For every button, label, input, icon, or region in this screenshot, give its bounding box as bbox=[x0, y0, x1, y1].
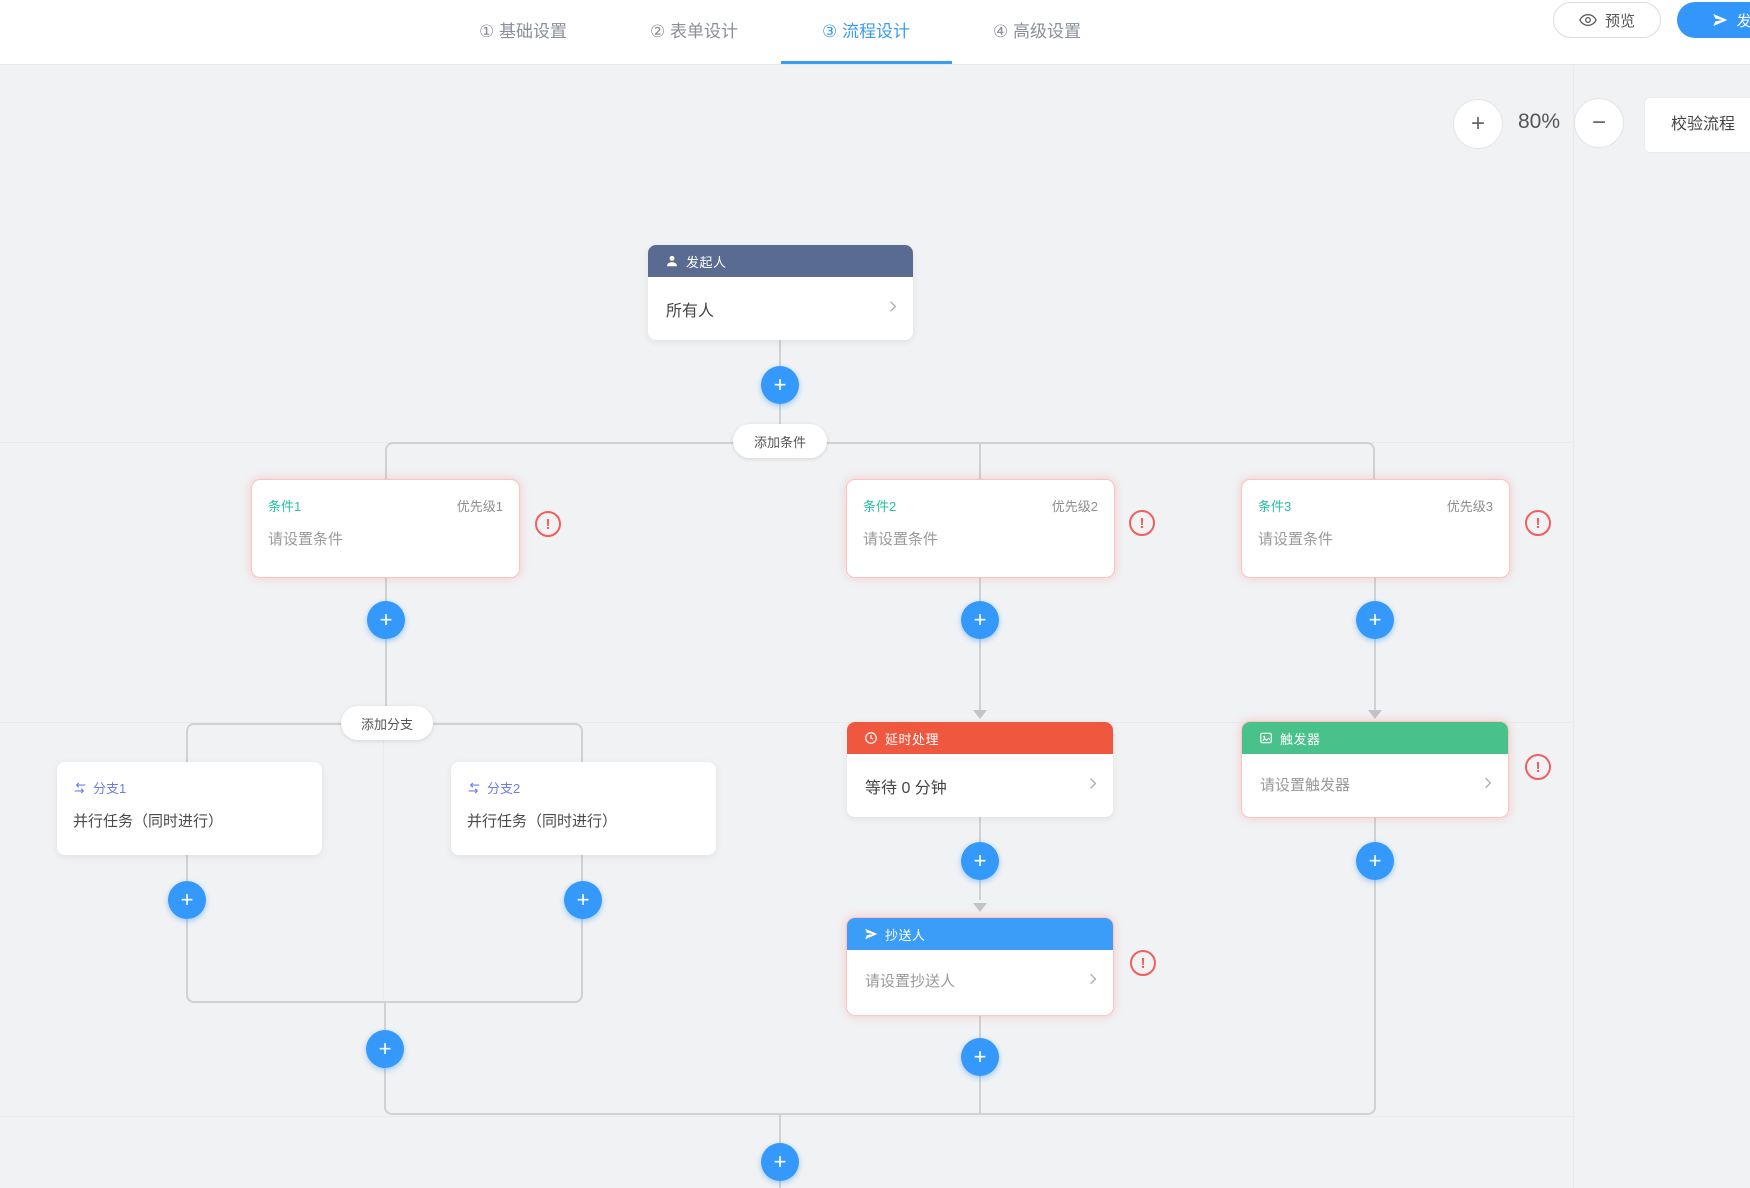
branch-value: 并行任务（同时进行） bbox=[467, 813, 618, 830]
add-node-button[interactable]: + bbox=[961, 601, 999, 639]
person-icon bbox=[665, 254, 679, 268]
branch-merge-bracket bbox=[186, 855, 583, 1003]
condition-placeholder: 请设置条件 bbox=[863, 531, 939, 548]
branch-node-2[interactable]: 分支2 并行任务（同时进行） bbox=[451, 762, 716, 855]
tab-form-design[interactable]: ② 表单设计 bbox=[650, 22, 738, 41]
cc-node-header: 抄送人 bbox=[847, 918, 1113, 950]
add-node-button[interactable]: + bbox=[961, 1038, 999, 1076]
chevron-right-icon bbox=[1085, 971, 1101, 991]
add-node-button[interactable]: + bbox=[961, 842, 999, 880]
canvas-gridline bbox=[383, 722, 384, 1003]
parallel-branch-icon bbox=[73, 781, 87, 795]
delay-node-value: 等待 0 分钟 bbox=[847, 754, 1113, 818]
condition-bracket bbox=[385, 442, 1375, 480]
zoom-in-button[interactable]: + bbox=[1453, 99, 1503, 149]
trigger-node-title: 触发器 bbox=[1280, 731, 1321, 747]
add-branch-button[interactable]: 添加分支 bbox=[341, 706, 433, 740]
parallel-branch-icon bbox=[467, 781, 481, 795]
canvas-gridline bbox=[0, 1116, 1573, 1117]
paper-plane-icon bbox=[1712, 12, 1728, 28]
eye-icon bbox=[1579, 13, 1597, 27]
publish-button[interactable]: 发布 bbox=[1677, 2, 1750, 38]
condition-title: 条件3 bbox=[1258, 499, 1292, 514]
start-node[interactable]: 发起人 所有人 bbox=[648, 245, 913, 340]
add-node-button[interactable]: + bbox=[761, 1143, 799, 1181]
branch-title: 分支2 bbox=[487, 781, 521, 796]
start-node-header: 发起人 bbox=[648, 245, 913, 277]
zoom-level: 80% bbox=[1517, 110, 1561, 133]
tab-advanced-settings[interactable]: ④ 高级设置 bbox=[993, 22, 1081, 41]
branch-title: 分支1 bbox=[93, 781, 127, 796]
connector-line bbox=[385, 577, 387, 723]
zoom-out-button[interactable]: − bbox=[1574, 98, 1624, 148]
add-node-button[interactable]: + bbox=[761, 366, 799, 404]
condition-node-1[interactable]: 条件1 优先级1 请设置条件 bbox=[252, 480, 519, 577]
condition-placeholder: 请设置条件 bbox=[268, 531, 344, 548]
warning-icon: ! bbox=[1525, 510, 1551, 536]
chevron-right-icon bbox=[1085, 776, 1101, 797]
add-node-button[interactable]: + bbox=[1356, 842, 1394, 880]
warning-icon: ! bbox=[535, 511, 561, 537]
cc-node[interactable]: 抄送人 请设置抄送人 bbox=[847, 918, 1113, 1015]
branch-value: 并行任务（同时进行） bbox=[73, 813, 224, 830]
condition-priority: 优先级3 bbox=[1446, 499, 1493, 514]
condition-node-2[interactable]: 条件2 优先级2 请设置条件 bbox=[847, 480, 1114, 577]
tab-flow-design[interactable]: ③ 流程设计 bbox=[822, 22, 910, 41]
add-node-button[interactable]: + bbox=[564, 881, 602, 919]
paper-plane-icon bbox=[864, 927, 878, 941]
preview-button[interactable]: 预览 bbox=[1553, 2, 1661, 38]
condition-priority: 优先级2 bbox=[1051, 499, 1098, 514]
connector-line bbox=[1374, 817, 1376, 1062]
condition-node-3[interactable]: 条件3 优先级3 请设置条件 bbox=[1242, 480, 1509, 577]
validate-flow-button[interactable]: 校验流程 bbox=[1644, 97, 1750, 153]
condition-priority: 优先级1 bbox=[456, 499, 503, 514]
arrowhead bbox=[1368, 710, 1382, 719]
cc-node-value: 请设置抄送人 bbox=[847, 950, 1113, 1011]
delay-node-header: 延时处理 bbox=[847, 722, 1113, 754]
connector-line bbox=[979, 577, 981, 710]
chevron-right-icon bbox=[885, 299, 901, 320]
condition-title: 条件2 bbox=[863, 499, 897, 514]
warning-icon: ! bbox=[1525, 754, 1551, 780]
trigger-node-value: 请设置触发器 bbox=[1242, 754, 1508, 815]
final-merge-bracket bbox=[384, 1050, 1376, 1115]
arrowhead bbox=[973, 903, 987, 912]
connector-line bbox=[979, 442, 981, 480]
preview-label: 预览 bbox=[1604, 12, 1635, 30]
canvas-gridline bbox=[0, 722, 1573, 723]
trigger-icon bbox=[1259, 731, 1273, 745]
delay-node-title: 延时处理 bbox=[885, 731, 940, 747]
condition-title: 条件1 bbox=[268, 499, 302, 514]
chevron-right-icon bbox=[1480, 775, 1496, 795]
trigger-node[interactable]: 触发器 请设置触发器 bbox=[1242, 722, 1508, 817]
add-node-button[interactable]: + bbox=[1356, 601, 1394, 639]
start-node-title: 发起人 bbox=[686, 254, 727, 270]
add-condition-button[interactable]: 添加条件 bbox=[733, 424, 827, 458]
add-node-button[interactable]: + bbox=[366, 1030, 404, 1068]
start-node-value: 所有人 bbox=[648, 277, 913, 341]
trigger-node-header: 触发器 bbox=[1242, 722, 1508, 754]
warning-icon: ! bbox=[1130, 950, 1156, 976]
condition-placeholder: 请设置条件 bbox=[1258, 531, 1334, 548]
delay-node[interactable]: 延时处理 等待 0 分钟 bbox=[847, 722, 1113, 817]
add-node-button[interactable]: + bbox=[367, 601, 405, 639]
add-node-button[interactable]: + bbox=[168, 881, 206, 919]
canvas-edge-line bbox=[1573, 64, 1574, 1188]
warning-icon: ! bbox=[1129, 510, 1155, 536]
tab-basic-settings[interactable]: ① 基础设置 bbox=[479, 22, 567, 41]
active-tab-underline bbox=[781, 61, 952, 64]
top-navbar: ① 基础设置 ② 表单设计 ③ 流程设计 ④ 高级设置 预览 发布 bbox=[0, 0, 1750, 65]
publish-label: 发布 bbox=[1736, 12, 1750, 30]
branch-node-1[interactable]: 分支1 并行任务（同时进行） bbox=[57, 762, 322, 855]
connector-line bbox=[1374, 577, 1376, 710]
cc-node-title: 抄送人 bbox=[885, 927, 926, 943]
arrowhead bbox=[973, 710, 987, 719]
clock-icon bbox=[864, 731, 878, 745]
